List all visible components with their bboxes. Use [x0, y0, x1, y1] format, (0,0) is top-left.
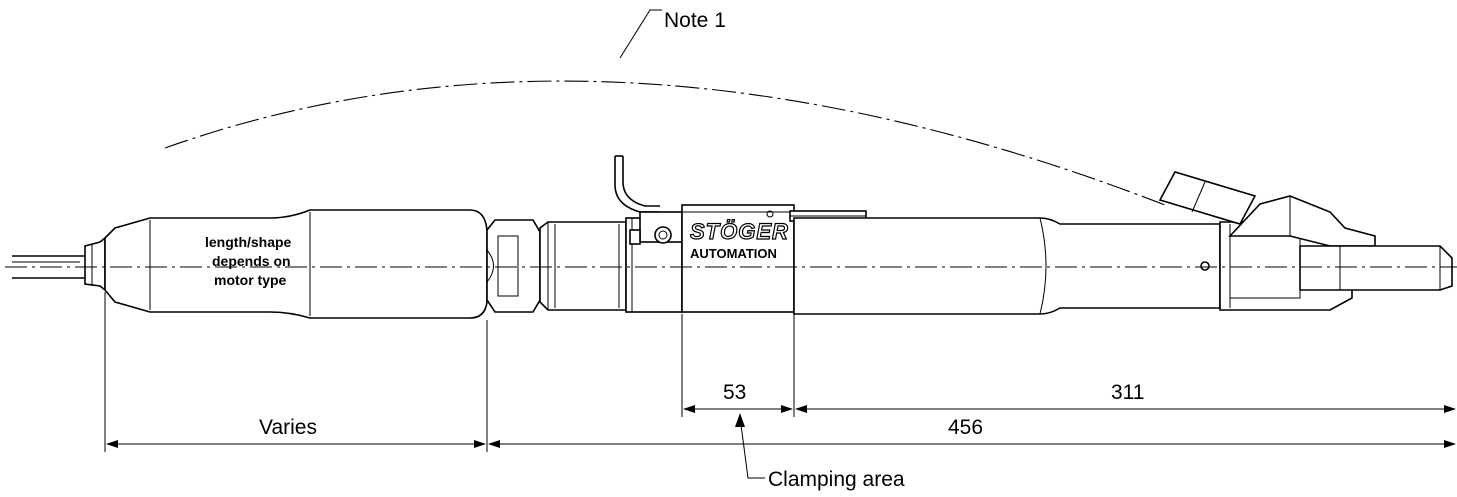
note-label: Note 1 — [664, 9, 726, 32]
dim-varies-text: Varies — [259, 416, 317, 439]
air-hose — [614, 156, 660, 213]
dim-311-text: 311 — [1111, 381, 1144, 404]
motor-note-line2: depends on — [212, 253, 291, 269]
extension-lines — [104, 292, 795, 452]
motor-note-line1: length/shape — [205, 234, 292, 250]
coupling-nut — [486, 219, 541, 313]
brand-sub: AUTOMATION — [690, 246, 777, 261]
clamping-leader — [739, 416, 765, 479]
note-leader — [619, 9, 662, 59]
dim-53-text: 53 — [723, 381, 746, 404]
brand-name: STÖGER — [690, 219, 789, 244]
dim-456-text: 456 — [948, 416, 983, 439]
motor-note-line3: motor type — [214, 272, 287, 288]
spindle-shaft — [793, 217, 1221, 315]
clamping-arrow — [735, 413, 745, 427]
swing-arc — [164, 80, 1166, 206]
clamping-block: STÖGER AUTOMATION — [681, 204, 867, 313]
clamping-label: Clamping area — [768, 468, 905, 491]
output-socket — [1299, 245, 1453, 291]
motor-housing — [104, 209, 488, 319]
cable — [12, 236, 106, 292]
